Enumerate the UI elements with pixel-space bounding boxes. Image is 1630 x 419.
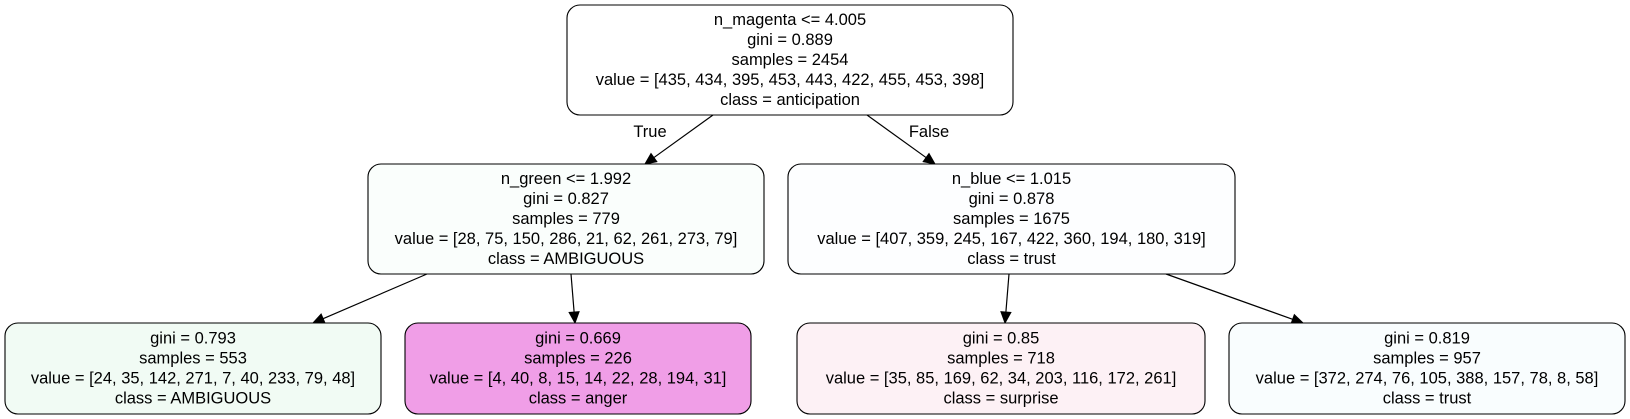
tree-node-0: n_magenta <= 4.005 gini = 0.889 samples = … xyxy=(566,4,1014,116)
node-0-line-3: value = [435, 434, 395, 453, 443, 422, 4… xyxy=(596,71,985,89)
edge-arrowhead xyxy=(922,152,936,165)
node-1-line-3: value = [28, 75, 150, 286, 21, 62, 261, … xyxy=(395,230,738,248)
tree-node-5: gini = 0.85 samples = 718 value = [35, 85,… xyxy=(796,322,1206,415)
node-1-line-4: class = AMBIGUOUS xyxy=(488,250,644,268)
node-2-line-2: samples = 1675 xyxy=(953,210,1070,228)
node-1-line-1: gini = 0.827 xyxy=(523,190,609,208)
node-6-line-1: samples = 957 xyxy=(1373,350,1481,368)
tree-node-4: gini = 0.669 samples = 226 value = [4, 40,… xyxy=(404,322,752,415)
node-2-line-1: gini = 0.878 xyxy=(969,190,1055,208)
edge-label-false: False xyxy=(909,123,949,141)
node-4-line-2: value = [4, 40, 8, 15, 14, 22, 28, 194, … xyxy=(430,370,727,388)
node-0-line-4: class = anticipation xyxy=(720,91,860,109)
node-5-box xyxy=(796,322,1206,415)
tree-node-1: n_green <= 1.992 gini = 0.827 samples = 77… xyxy=(367,163,765,275)
edge-node-2-to-node-6 xyxy=(1165,273,1305,325)
node-2-line-0: n_blue <= 1.015 xyxy=(952,170,1071,188)
node-6-line-0: gini = 0.819 xyxy=(1384,330,1470,348)
node-6-line-3: class = trust xyxy=(1383,390,1472,408)
node-0-line-2: samples = 2454 xyxy=(732,51,849,69)
edge-line xyxy=(653,114,714,159)
node-6-line-2: value = [372, 274, 76, 105, 388, 157, 78… xyxy=(1256,370,1599,388)
node-4-box xyxy=(404,322,752,415)
edge-node-0-to-node-2: False xyxy=(866,114,949,165)
edge-arrowhead xyxy=(568,311,580,325)
node-5-line-0: gini = 0.85 xyxy=(963,330,1040,348)
edge-line xyxy=(1165,273,1293,320)
edge-node-2-to-node-5 xyxy=(1000,273,1012,325)
node-3-line-0: gini = 0.793 xyxy=(150,330,236,348)
edge-line xyxy=(570,273,575,313)
node-2-box xyxy=(787,163,1236,275)
edge-node-0-to-node-1: True xyxy=(633,114,714,165)
edge-arrowhead xyxy=(1000,311,1012,325)
tree-node-2: n_blue <= 1.015 gini = 0.878 samples = 167… xyxy=(787,163,1236,275)
nodes-layer: n_magenta <= 4.005 gini = 0.889 samples = … xyxy=(4,4,1626,415)
node-0-box xyxy=(566,4,1014,116)
node-2-line-3: value = [407, 359, 245, 167, 422, 360, 1… xyxy=(817,230,1206,248)
edge-node-1-to-node-3 xyxy=(311,273,428,324)
node-4-line-3: class = anger xyxy=(529,390,628,408)
edge-line xyxy=(1005,273,1010,313)
node-1-line-2: samples = 779 xyxy=(512,210,620,228)
node-5-line-3: class = surprise xyxy=(943,390,1058,408)
node-1-box xyxy=(367,163,765,275)
node-6-box xyxy=(1228,322,1626,415)
edge-node-1-to-node-4 xyxy=(568,273,580,325)
node-1-line-0: n_green <= 1.992 xyxy=(501,170,631,188)
node-0-line-1: gini = 0.889 xyxy=(747,31,833,49)
edge-arrowhead xyxy=(644,152,658,165)
node-5-line-1: samples = 718 xyxy=(947,350,1055,368)
node-4-line-0: gini = 0.669 xyxy=(535,330,621,348)
edge-line xyxy=(322,273,428,320)
edge-label-true: True xyxy=(633,123,666,141)
node-2-line-4: class = trust xyxy=(967,250,1056,268)
tree-node-3: gini = 0.793 samples = 553 value = [24, 35… xyxy=(4,322,382,415)
node-4-line-1: samples = 226 xyxy=(524,350,632,368)
node-3-line-2: value = [24, 35, 142, 271, 7, 40, 233, 7… xyxy=(31,370,355,388)
node-0-line-0: n_magenta <= 4.005 xyxy=(714,11,866,29)
tree-node-6: gini = 0.819 samples = 957 value = [372, 2… xyxy=(1228,322,1626,415)
node-5-line-2: value = [35, 85, 169, 62, 34, 203, 116, … xyxy=(826,370,1177,388)
node-3-line-3: class = AMBIGUOUS xyxy=(115,390,271,408)
edge-line xyxy=(866,114,927,159)
edge-arrowhead xyxy=(311,313,326,324)
node-3-line-1: samples = 553 xyxy=(139,350,247,368)
node-3-box xyxy=(4,322,382,415)
